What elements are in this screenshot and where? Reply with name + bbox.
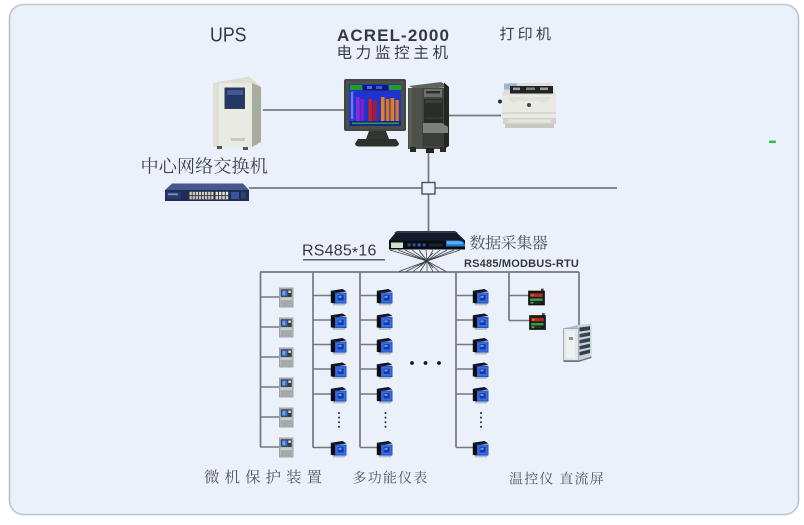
svg-text:RS485/MODBUS-RTU: RS485/MODBUS-RTU (464, 258, 579, 270)
svg-text:UPS: UPS (210, 25, 247, 47)
svg-text:ACREL-2000: ACREL-2000 (337, 26, 450, 45)
svg-text:RS485*16: RS485*16 (302, 243, 377, 263)
